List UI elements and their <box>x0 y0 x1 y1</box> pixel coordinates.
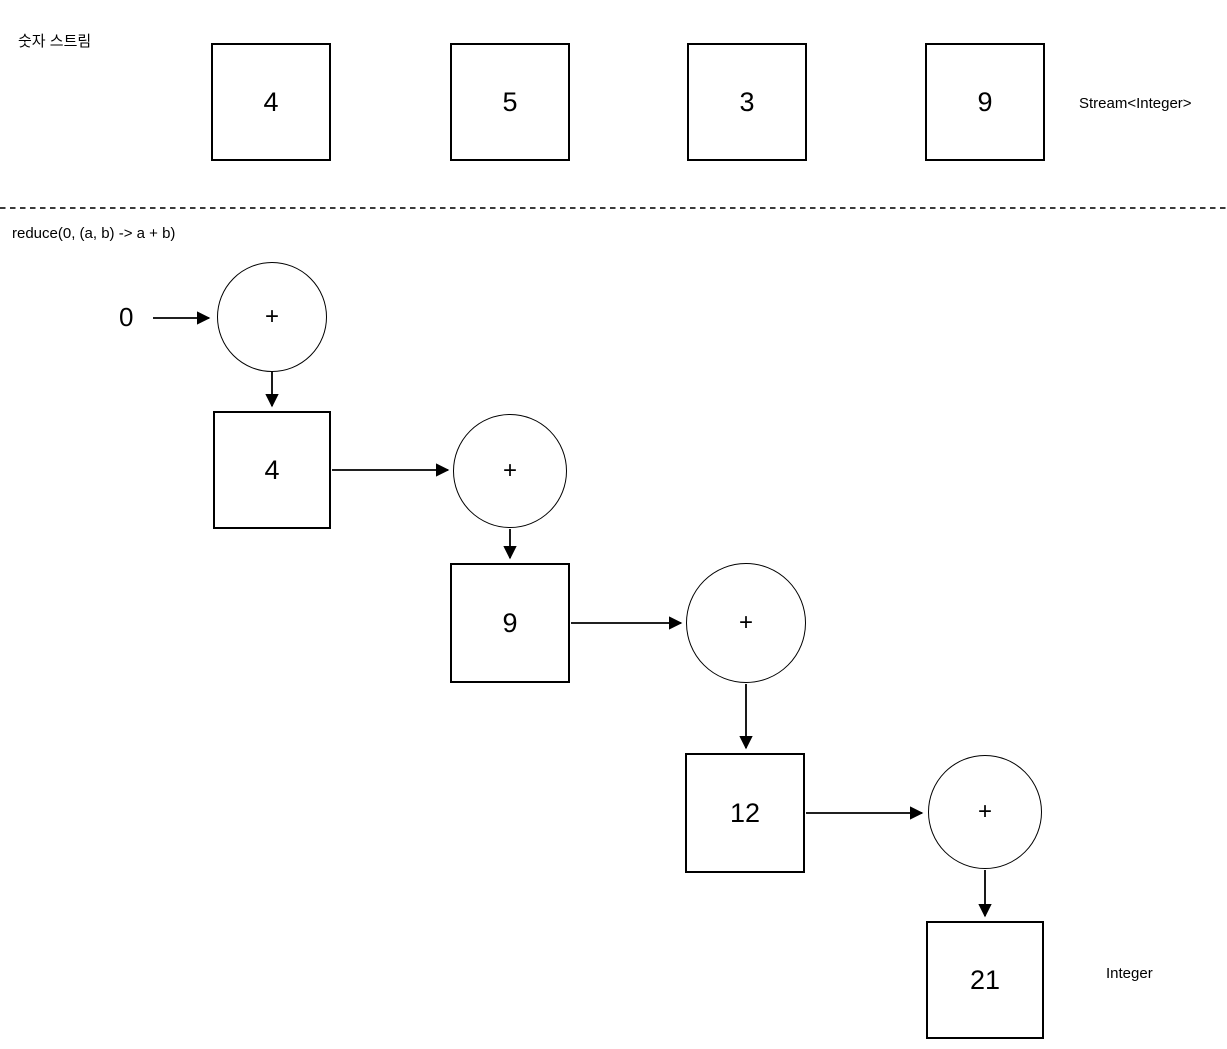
accumulator-box-4: 21 <box>926 921 1044 1039</box>
plus-operator-circle-2: + <box>453 414 567 528</box>
stream-label: 숫자 스트림 <box>18 33 92 50</box>
accumulator-box-3: 12 <box>685 753 805 873</box>
stream-box-1: 4 <box>211 43 331 161</box>
accumulator-box-1: 4 <box>213 411 331 529</box>
stream-box-2: 5 <box>450 43 570 161</box>
plus-operator-circle-4: + <box>928 755 1042 869</box>
plus-operator-circle-1: + <box>217 262 327 372</box>
plus-operator-circle-3: + <box>686 563 806 683</box>
stream-box-3: 3 <box>687 43 807 161</box>
stream-type-label: Stream<Integer> <box>1079 95 1192 112</box>
reduce-expression-label: reduce(0, (a, b) -> a + b) <box>12 225 176 242</box>
accumulator-box-2: 9 <box>450 563 570 683</box>
result-type-label: Integer <box>1106 965 1153 982</box>
stream-box-4: 9 <box>925 43 1045 161</box>
seed-value-label: 0 <box>119 302 134 332</box>
